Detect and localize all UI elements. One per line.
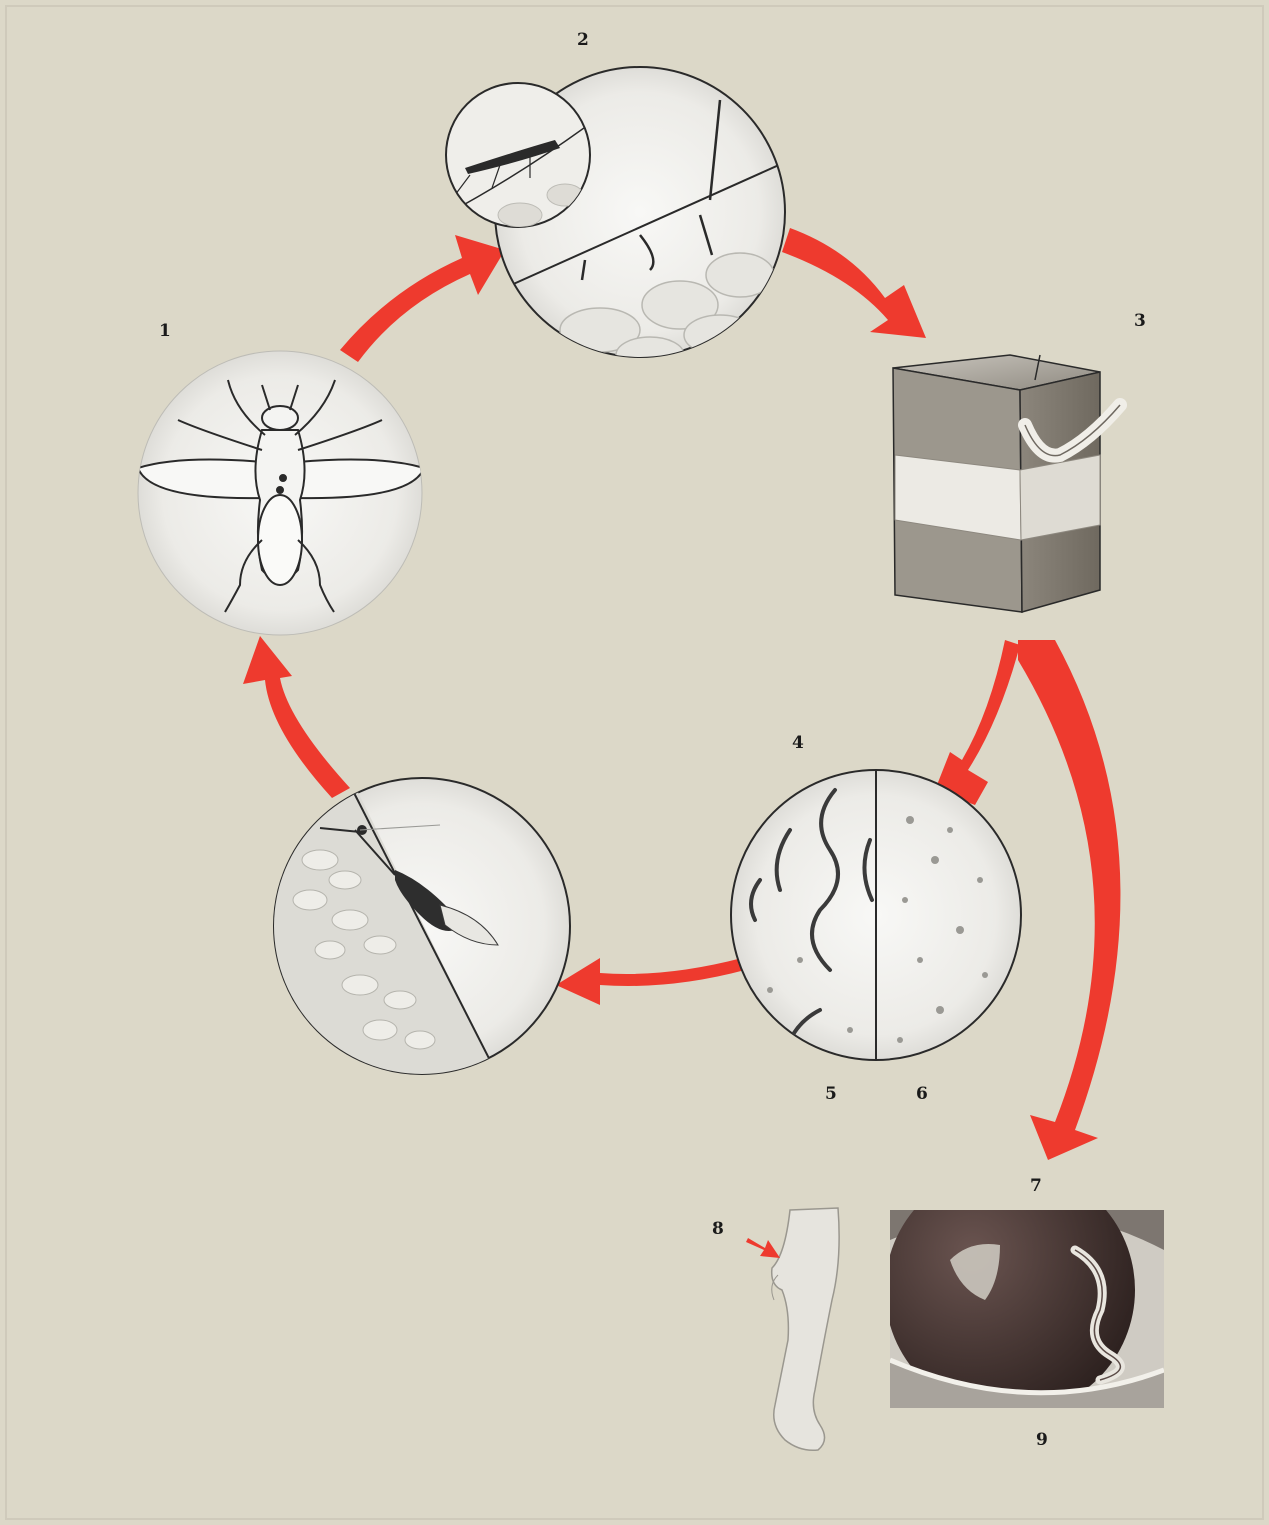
step-label-5: 5 (825, 1084, 837, 1104)
step-label-3: 3 (1134, 311, 1146, 331)
step-label-4: 4 (792, 733, 804, 753)
step-label-6: 6 (916, 1084, 928, 1104)
skin-section-with-worm-icon (893, 355, 1120, 612)
step-label-1: 1 (159, 321, 171, 341)
step-label-8: 8 (712, 1219, 724, 1239)
fly-icon (138, 351, 424, 635)
microfilariae-in-blood-icon (731, 770, 1021, 1060)
step-label-2: 2 (577, 30, 589, 50)
step-label-7: 7 (1030, 1176, 1042, 1196)
step-label-9: 9 (1036, 1430, 1048, 1450)
